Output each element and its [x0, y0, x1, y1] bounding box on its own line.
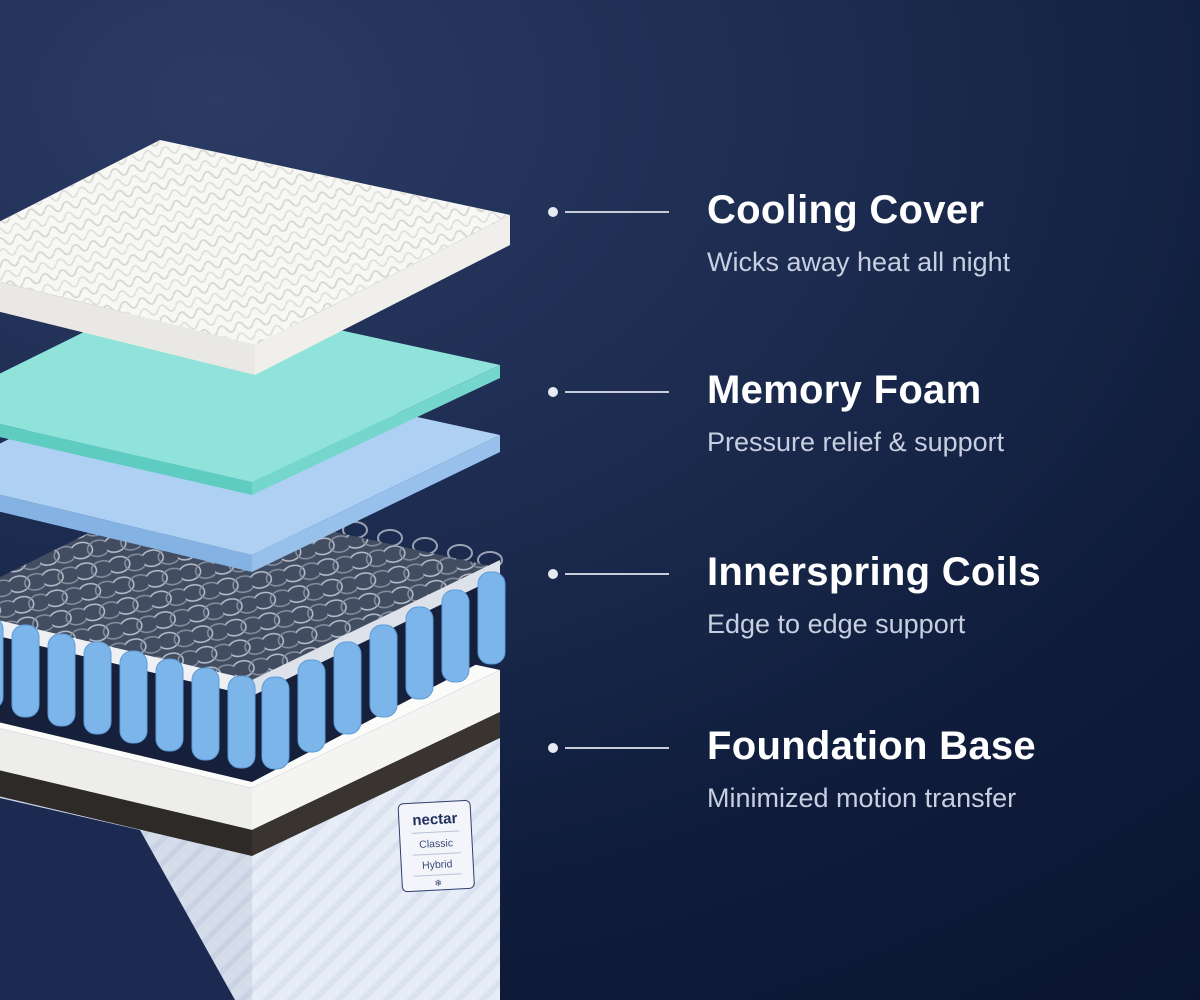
badge-brand: nectar [412, 810, 458, 829]
label-title: Cooling Cover [707, 188, 985, 232]
label-foundation-base: Foundation Base Minimized motion transfe… [548, 723, 1036, 814]
leader-dot [548, 207, 558, 217]
badge-model: Classic [419, 837, 453, 851]
leader [548, 387, 669, 397]
label-title: Memory Foam [707, 368, 982, 412]
mattress-exploded-view: nectar Classic Hybrid ❄ [0, 140, 510, 1000]
brand-badge: nectar Classic Hybrid ❄ [397, 799, 475, 893]
label-subtitle: Edge to edge support [707, 609, 966, 639]
coil-foam-pillars [0, 571, 506, 770]
badge-type: Hybrid [422, 858, 453, 872]
snowflake-icon: ❄ [434, 879, 442, 889]
leader [548, 207, 669, 217]
layer-innerspring-coils [0, 483, 506, 782]
label-subtitle: Pressure relief & support [707, 427, 1005, 457]
label-innerspring-coils: Innerspring Coils Edge to edge support [548, 549, 1041, 640]
leader-dot [548, 387, 558, 397]
leader-line [565, 211, 669, 213]
leader-dot [548, 743, 558, 753]
leader-line [565, 391, 669, 393]
label-subtitle: Wicks away heat all night [707, 247, 1011, 277]
label-subtitle: Minimized motion transfer [707, 783, 1017, 813]
label-title: Foundation Base [707, 724, 1036, 768]
leader [548, 569, 669, 579]
label-memory-foam: Memory Foam Pressure relief & support [548, 367, 1004, 458]
leader-dot [548, 569, 558, 579]
label-cooling-cover: Cooling Cover Wicks away heat all night [548, 187, 1010, 278]
leader-line [565, 747, 669, 749]
label-title: Innerspring Coils [707, 550, 1042, 594]
leader [548, 743, 669, 753]
leader-line [565, 573, 669, 575]
layer-cooling-cover [0, 140, 510, 375]
